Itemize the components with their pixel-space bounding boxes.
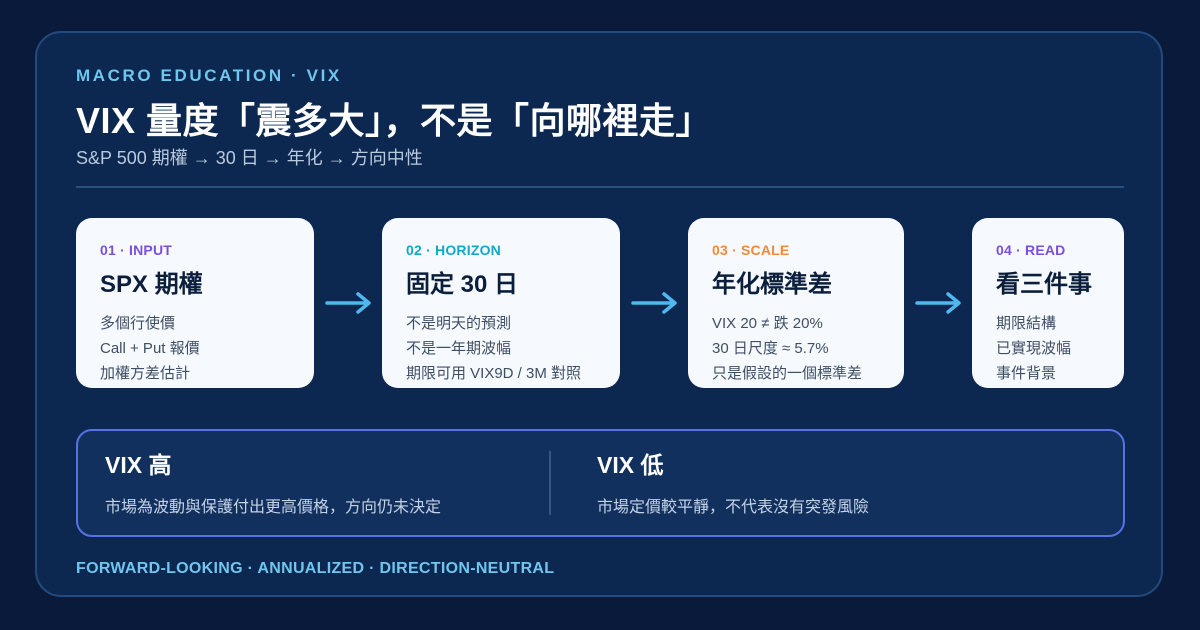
step-card-line: 加權方差估計 <box>100 365 191 382</box>
vix-high-title: VIX 高 <box>105 452 172 478</box>
step-card-line: 已實現波幅 <box>996 340 1072 357</box>
step-card-title: 年化標準差 <box>712 271 832 298</box>
arrow-right-icon <box>631 292 677 314</box>
comparison-divider <box>549 451 551 515</box>
vix-high-description: 市場為波動與保護付出更高價格，方向仍未決定 <box>105 499 442 516</box>
step-card-line: 只是假設的一個標準差 <box>712 365 863 382</box>
arrow-right-icon <box>915 292 961 314</box>
eyebrow-label: MACRO EDUCATION · VIX <box>76 66 342 85</box>
step-card-line: 多個行使價 <box>100 315 176 332</box>
step-card-title: 看三件事 <box>996 271 1092 298</box>
header-divider <box>76 186 1124 188</box>
step-card-lines: VIX 20 ≠ 跌 20% 30 日尺度 ≈ 5.7% 只是假設的一個標準差 <box>712 311 880 386</box>
step-card-read: 04 · READ 看三件事 期限結構 已實現波幅 事件背景 <box>972 218 1124 388</box>
step-card-tag: 01 · INPUT <box>100 242 173 258</box>
step-card-line: VIX 20 ≠ 跌 20% <box>712 315 823 332</box>
step-card-lines: 期限結構 已實現波幅 事件背景 <box>996 311 1100 386</box>
step-card-line: 期限可用 VIX9D / 3M 對照 <box>406 365 582 382</box>
step-card-lines: 不是明天的預測 不是一年期波幅 期限可用 VIX9D / 3M 對照 <box>406 311 596 386</box>
step-card-line: 30 日尺度 ≈ 5.7% <box>712 340 829 357</box>
vix-low-title: VIX 低 <box>597 452 664 478</box>
step-card-line: 不是明天的預測 <box>406 315 512 332</box>
step-card-tag: 02 · HORIZON <box>406 242 501 258</box>
step-card-tag: 03 · SCALE <box>712 242 790 258</box>
step-card-tag: 04 · READ <box>996 242 1066 258</box>
step-card-horizon: 02 · HORIZON 固定 30 日 不是明天的預測 不是一年期波幅 期限可… <box>382 218 620 388</box>
vix-low-description: 市場定價較平靜，不代表沒有突發風險 <box>597 499 870 516</box>
step-card-line: Call + Put 報價 <box>100 340 200 357</box>
page-subtitle: S&P 500 期權 → 30 日 → 年化 → 方向中性 <box>76 148 423 168</box>
page-title: VIX 量度「震多大」，不是「向哪裡走」 <box>76 100 713 141</box>
vix-low-column: VIX 低 市場定價較平靜，不代表沒有突發風險 <box>597 449 869 517</box>
step-card-title: SPX 期權 <box>100 271 203 298</box>
arrow-right-icon <box>325 292 371 314</box>
step-card-input: 01 · INPUT SPX 期權 多個行使價 Call + Put 報價 加權… <box>76 218 314 388</box>
footer-tagline: FORWARD-LOOKING · ANNUALIZED · DIRECTION… <box>76 560 555 577</box>
vix-comparison-box: VIX 高 市場為波動與保護付出更高價格，方向仍未決定 VIX 低 市場定價較平… <box>76 429 1125 537</box>
vix-high-column: VIX 高 市場為波動與保護付出更高價格，方向仍未決定 <box>105 449 441 517</box>
step-card-lines: 多個行使價 Call + Put 報價 加權方差估計 <box>100 311 290 386</box>
step-card-line: 不是一年期波幅 <box>406 340 512 357</box>
step-card-scale: 03 · SCALE 年化標準差 VIX 20 ≠ 跌 20% 30 日尺度 ≈… <box>688 218 904 388</box>
step-card-line: 期限結構 <box>996 315 1057 332</box>
step-card-title: 固定 30 日 <box>406 271 519 298</box>
step-card-line: 事件背景 <box>996 365 1057 382</box>
